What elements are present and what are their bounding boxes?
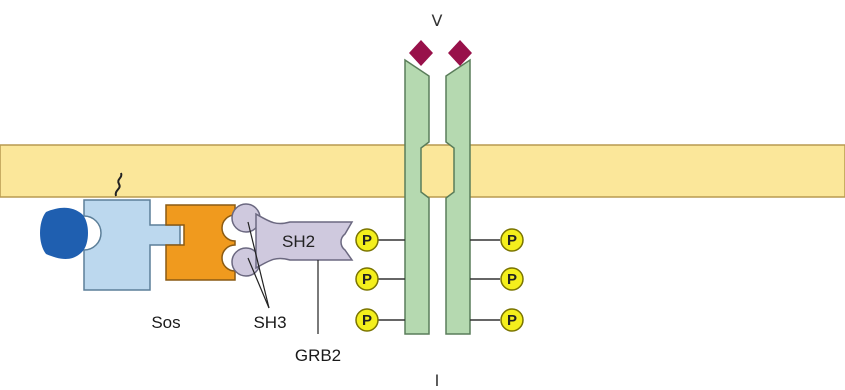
phospho-label: P (507, 312, 517, 329)
phospho-site-left-1: P (355, 228, 405, 252)
phospho-site-left-3: P (355, 308, 405, 332)
lipid-anchor (114, 172, 123, 197)
grb2-body (255, 212, 354, 270)
bottom-mark-label: I (435, 371, 440, 390)
grb2-label: GRB2 (295, 346, 341, 365)
phospho-label: P (362, 312, 372, 329)
phospho-site-right-2: P (470, 267, 524, 291)
ras-protein (83, 199, 181, 291)
phospho-label: P (507, 232, 517, 249)
ligand-right (448, 40, 472, 66)
ras-bound-nucleotide (40, 207, 88, 259)
phospho-site-left-2: P (355, 267, 405, 291)
receptor-right (445, 58, 471, 335)
receptor-left (404, 58, 430, 335)
sh3-leader-top (247, 221, 270, 309)
plasma-membrane (0, 144, 845, 198)
top-mark-label: V (432, 11, 443, 30)
phospho-label: P (362, 271, 372, 288)
sh3-leader-bottom (247, 257, 270, 309)
phospho-label: P (507, 271, 517, 288)
phospho-site-right-1: P (470, 228, 524, 252)
sh3-label: SH3 (253, 313, 286, 332)
phospho-label: P (362, 232, 372, 249)
phospho-site-right-3: P (470, 308, 524, 332)
sos-label: Sos (151, 313, 180, 332)
ligand-left (409, 40, 433, 66)
sh2-label: SH2 (282, 232, 315, 251)
